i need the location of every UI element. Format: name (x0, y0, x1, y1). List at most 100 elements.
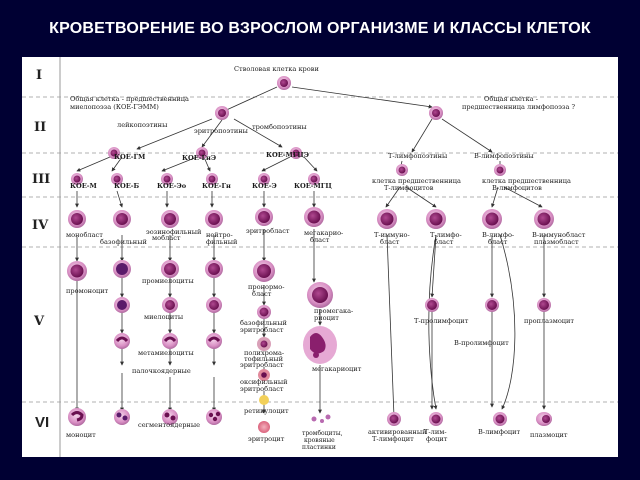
megakaryoblast-cell (304, 207, 324, 227)
cfu-gne-cell (196, 147, 208, 159)
activated-t-label-1: активированный (368, 428, 427, 436)
neutro-segmented-cell (206, 409, 222, 425)
cfu-eo-cell (161, 173, 173, 185)
b-prolymphocyte-label: В-пролимфоцит (454, 339, 509, 347)
monoblast-label: монобласт (66, 231, 103, 239)
eo-promyelocyte-cell (161, 260, 179, 278)
promonocyte-cell (67, 261, 87, 281)
pronormoblast-cell (253, 260, 275, 282)
cfu-gne-label: КОЕ-ГнЭ (182, 154, 216, 162)
activated-t-cell (387, 412, 401, 426)
slide-title: КРОВЕТВОРЕНИЕ ВО ВЗРОСЛОМ ОРГАНИЗМЕ И КЛ… (49, 20, 591, 37)
basophilic-erythroblast-label-1: базофильный (240, 319, 287, 327)
metamyelocytes-label: метамиелоциты (138, 349, 194, 357)
platelets-label-1: тромбоциты, (302, 430, 343, 437)
hematopoiesis-diagram: I II III IV V VI (22, 57, 618, 457)
thrombopoietins-label: тромбопоэтины (252, 123, 307, 131)
t-lymphoblast-cell (426, 209, 446, 229)
neutro-blast-label-2: фильный (206, 238, 238, 246)
cfu-gm-cell (108, 147, 120, 159)
lympho-progenitor-label-1: Общая клетка - (484, 95, 538, 103)
monoblast-cell (68, 210, 86, 228)
t-precursor-label-1: клетка предшественница (372, 177, 461, 185)
b-precursor-label-1: клетка предшественница (482, 177, 571, 185)
promonocyte-label: промоноцит (66, 287, 109, 295)
erythrocyte-label: эритроцит (248, 435, 285, 443)
class-label-6: VI (35, 414, 49, 431)
eo-blast-label-1: эозинофильный (146, 228, 202, 236)
cfu-mgce-cell (290, 147, 302, 159)
b-lymphocyte-label: В-лимфоцит (478, 428, 521, 436)
monocyte-label: моноцит (66, 431, 96, 439)
cfu-b-cell (111, 173, 123, 185)
plasmocyte-cell (536, 412, 552, 426)
proplasmocyte-cell (537, 298, 551, 312)
plasmocyte-label: плазмоцит (530, 431, 568, 439)
b-immunoblast-label-1: В-иммунобласт (532, 231, 586, 239)
basophilic-erythroblast-cell (257, 305, 271, 319)
promegakaryocyte-label-2: риоцит (314, 314, 339, 322)
pronormoblast-label-2: бласт (252, 290, 272, 298)
b-immunoblast-cell (534, 209, 554, 229)
t-precursor-cell (396, 164, 408, 176)
cfu-m-cell (71, 173, 83, 185)
b-lymphoblast-label-1: В-лимфо- (482, 231, 514, 239)
stem-cell (277, 76, 291, 90)
cfu-m-label: КОЕ-М (70, 182, 97, 190)
eo-blast-cell (161, 210, 179, 228)
erythroblast-label: эритробласт (246, 227, 290, 235)
t-lymphoblast-label-2: бласт (434, 238, 454, 246)
erythrocyte-cell (258, 421, 270, 433)
platelets-cell (311, 414, 331, 423)
t-lymphoblast-label-1: Т-лимфо- (430, 231, 462, 239)
erythroblast-cell (255, 208, 273, 226)
leukopoietins-label: лейкопоэтины (117, 121, 168, 129)
t-memory-label-1: Т-лим- (424, 428, 447, 436)
platelets-label-3: пластинки (302, 444, 336, 451)
basophil-blast-cell (113, 210, 131, 228)
diagram-canvas: I II III IV V VI (22, 57, 618, 457)
myelocytes-label: миелоциты (144, 313, 184, 321)
t-precursor-label-2: Т-лимфоцитов (384, 184, 434, 192)
myelo-progenitor-label-2: миелопоэза (КОЕ-ГЭММ) (70, 103, 159, 111)
oxyphilic-erythroblast-cell (258, 369, 270, 381)
basophil-metamyelocyte-cell (114, 333, 130, 349)
activated-t-label-2: Т-лимфоцит (372, 435, 414, 443)
basophil-myelocyte-cell (114, 297, 130, 313)
eo-metamyelocyte-cell (162, 333, 178, 349)
segmented-label: сегментоядерные (138, 421, 200, 429)
b-lymphoblast-label-2: бласт (488, 238, 508, 246)
myelo-progenitor-cell (215, 106, 229, 120)
oxyphilic-label-1: оксифильный (240, 378, 288, 386)
class-label-5: V (33, 314, 45, 329)
neutro-metamyelocyte-cell (206, 333, 222, 349)
basophil-segmented-cell (114, 409, 130, 425)
t-prolymphocyte-cell (425, 298, 439, 312)
b-precursor-label-2: В-лимфоцитов (492, 184, 542, 192)
t-immunoblast-label-1: Т-иммуно- (374, 231, 410, 239)
monocyte-cell (68, 408, 86, 426)
neutro-myelocyte-cell (206, 297, 222, 313)
eo-segmented-cell (162, 409, 178, 425)
cfu-mgc-cell (308, 173, 320, 185)
neutro-blast-label-1: нейтро- (206, 231, 233, 239)
megakaryocyte-label: мегакариоцит (312, 365, 362, 373)
lympho-progenitor-label-2: предшественница лимфопоэза ? (462, 103, 576, 111)
t-lymphopoietins-label: Т-лимфопоэтины (388, 152, 448, 160)
lineage-arrows (75, 86, 546, 418)
megakaryoblast-label-2: бласт (310, 236, 330, 244)
megakaryoblast-label-1: мегакарио- (304, 229, 343, 237)
cfu-gn-label: КОЕ-Гн (202, 182, 231, 190)
class-label-1: I (36, 68, 42, 83)
t-immunoblast-label-2: бласт (380, 238, 400, 246)
cfu-mgce-label: КОЕ-МГЦЭ (266, 151, 309, 159)
lympho-progenitor-cell (429, 106, 443, 120)
cfu-gm-label: КОЕ-ГМ (114, 153, 145, 161)
cfu-mgc-label: КОЕ-МГЦ (294, 182, 332, 190)
erythropoietins-label: эритропоэтины (194, 127, 249, 135)
b-lymphopoietins-label: В-лимфопоэтины (474, 152, 534, 160)
proplasmocyte-label: проплазмоцит (524, 317, 574, 325)
cfu-eo-label: КОЕ-Эо (157, 182, 187, 190)
b-immunoblast-label-2: плазмобласт (534, 238, 579, 246)
neutro-blast-cell (205, 210, 223, 228)
